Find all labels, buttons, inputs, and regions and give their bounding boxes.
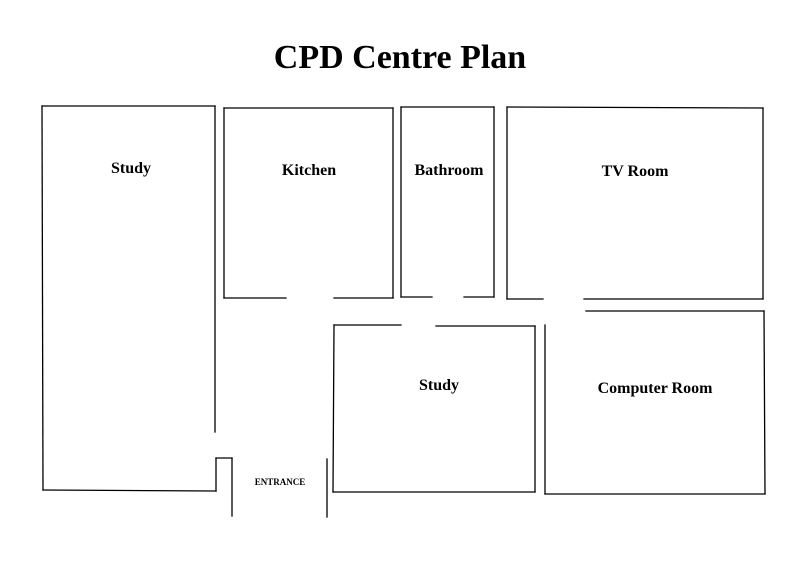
room-kitchen: Kitchen bbox=[223, 107, 394, 299]
room-label-tv-room: TV Room bbox=[602, 163, 669, 180]
entrance: ENTRANCE bbox=[215, 457, 328, 518]
room-label-computer-room: Computer Room bbox=[598, 380, 713, 397]
page-title: CPD Centre Plan bbox=[273, 39, 527, 76]
entrance-label: ENTRANCE bbox=[255, 477, 306, 487]
room-computer-room: Computer Room bbox=[544, 310, 766, 495]
room-label-study-center: Study bbox=[419, 377, 459, 394]
room-tv-room: TV Room bbox=[506, 106, 764, 300]
room-bathroom: Bathroom bbox=[400, 106, 495, 298]
room-label-study-left: Study bbox=[111, 160, 151, 177]
room-label-kitchen: Kitchen bbox=[282, 162, 336, 179]
room-label-bathroom: Bathroom bbox=[414, 162, 484, 179]
room-study-left: Study bbox=[41, 105, 217, 492]
room-study-center: Study bbox=[332, 324, 536, 493]
